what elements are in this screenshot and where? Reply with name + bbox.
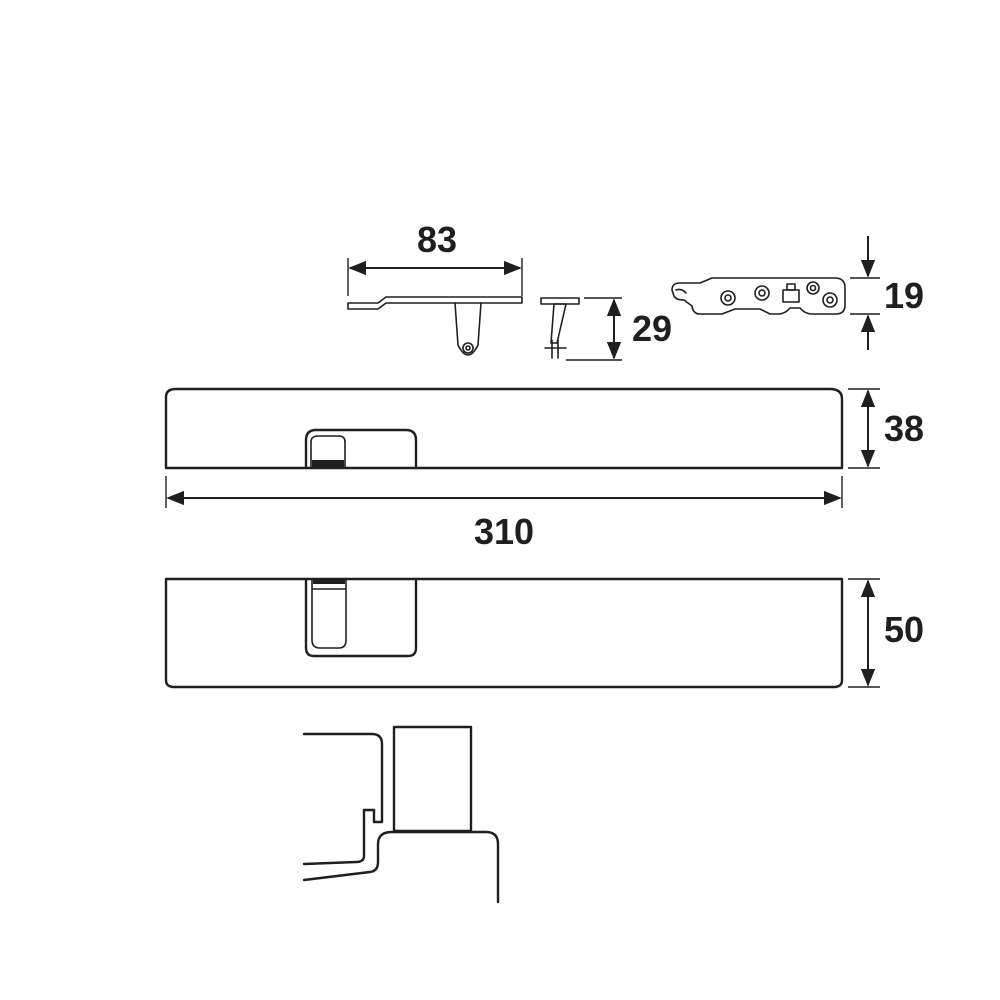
- dim-label-310: 310: [474, 511, 534, 552]
- dim-label-50: 50: [884, 609, 924, 650]
- dim-label-19: 19: [884, 275, 924, 316]
- dimension-hinge-height: 19: [850, 236, 924, 350]
- bracket-part: [347, 296, 523, 356]
- handle-top-view: [164, 387, 844, 470]
- stay-arm-part: [540, 297, 580, 359]
- dimension-handle-length: 310: [165, 476, 843, 552]
- dimension-handle-height-side: 50: [848, 578, 924, 688]
- dim-label-29: 29: [632, 308, 672, 349]
- handle-side-view: [164, 577, 844, 689]
- dimension-handle-height-top: 38: [848, 388, 924, 469]
- dimension-bracket-length: 83: [347, 219, 523, 296]
- dim-label-38: 38: [884, 408, 924, 449]
- dimension-stay-height: 29: [566, 297, 672, 361]
- window-frame-section: [302, 725, 500, 904]
- dim-label-83: 83: [417, 219, 457, 260]
- hinge-plate-part: [671, 277, 846, 315]
